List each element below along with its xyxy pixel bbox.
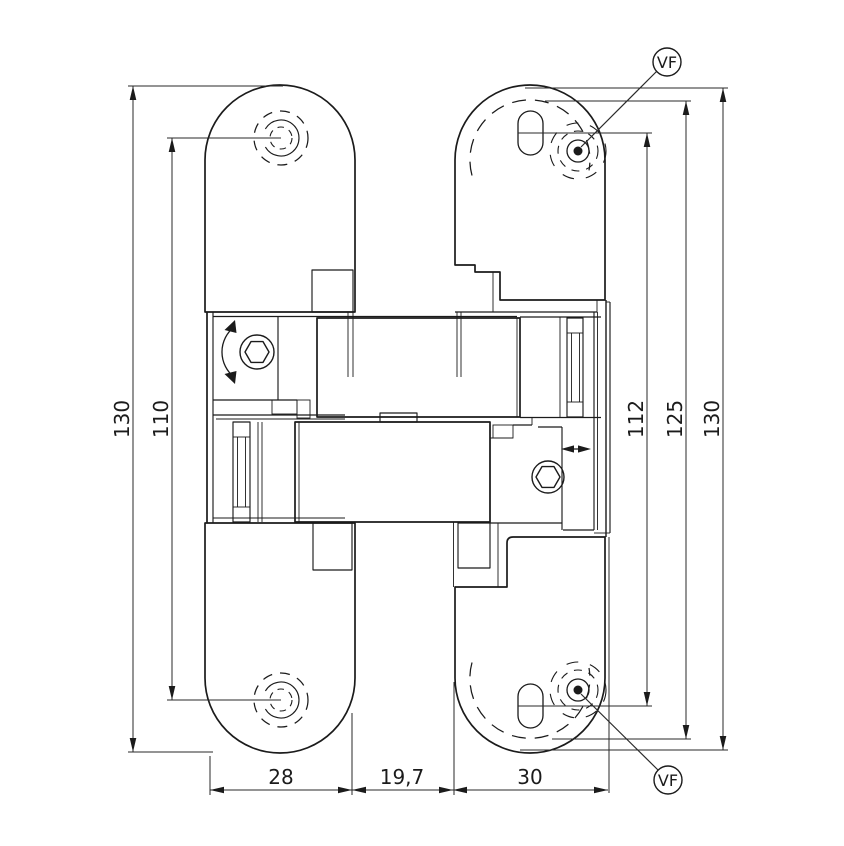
dim-label-110: 110 xyxy=(149,400,173,438)
vf-label-bottom: VF xyxy=(658,771,678,790)
screw-hole-top-right xyxy=(549,122,607,180)
screw-hole-bottom-right xyxy=(549,661,607,719)
door-plate xyxy=(204,84,356,754)
screw-hole-bottom-left xyxy=(253,672,309,728)
screw-hole-top-left xyxy=(253,110,309,166)
bearing-strip-right xyxy=(566,317,584,418)
dim-112: 112 xyxy=(624,133,651,706)
hinge-mechanism xyxy=(206,300,611,587)
dim-bottom-row: 28 19,7 30 xyxy=(210,765,608,794)
top-right-plate xyxy=(454,84,606,301)
vf-label-top: VF xyxy=(657,53,677,72)
dim-130-right: 130 xyxy=(700,88,727,750)
vf-callout-top: VF xyxy=(580,47,682,148)
dim-130-left: 130 xyxy=(110,86,137,752)
dim-label-130-right: 130 xyxy=(700,400,724,438)
top-left-plate xyxy=(204,84,356,313)
dim-label-19-7: 19,7 xyxy=(380,765,425,789)
hex-screw-left xyxy=(239,334,275,370)
dimensions: 130 110 112 125 130 xyxy=(110,85,728,795)
vf-balloon-top xyxy=(652,47,682,77)
lower-arm xyxy=(294,421,491,523)
bottom-left-plate xyxy=(204,522,356,754)
dim-label-30: 30 xyxy=(517,765,542,789)
dim-125: 125 xyxy=(663,101,690,739)
vf-callout-bottom: VF xyxy=(580,693,683,795)
hidden-edge-bottom xyxy=(469,662,591,739)
dim-label-28: 28 xyxy=(268,765,293,789)
frame-plate xyxy=(454,84,607,754)
lateral-arrow-icon xyxy=(561,445,591,453)
dim-label-125: 125 xyxy=(663,400,687,438)
dim-label-112: 112 xyxy=(624,400,648,438)
upper-arm xyxy=(316,317,521,418)
hex-screw-right xyxy=(531,460,565,494)
rotation-arrow-icon xyxy=(221,320,237,384)
bearing-strip-left xyxy=(232,421,251,523)
dim-label-130-left: 130 xyxy=(110,400,134,438)
dim-110: 110 xyxy=(149,138,176,700)
bottom-right-plate xyxy=(454,536,606,754)
hidden-edge-top xyxy=(469,99,591,176)
vf-balloon-bottom xyxy=(653,765,683,795)
